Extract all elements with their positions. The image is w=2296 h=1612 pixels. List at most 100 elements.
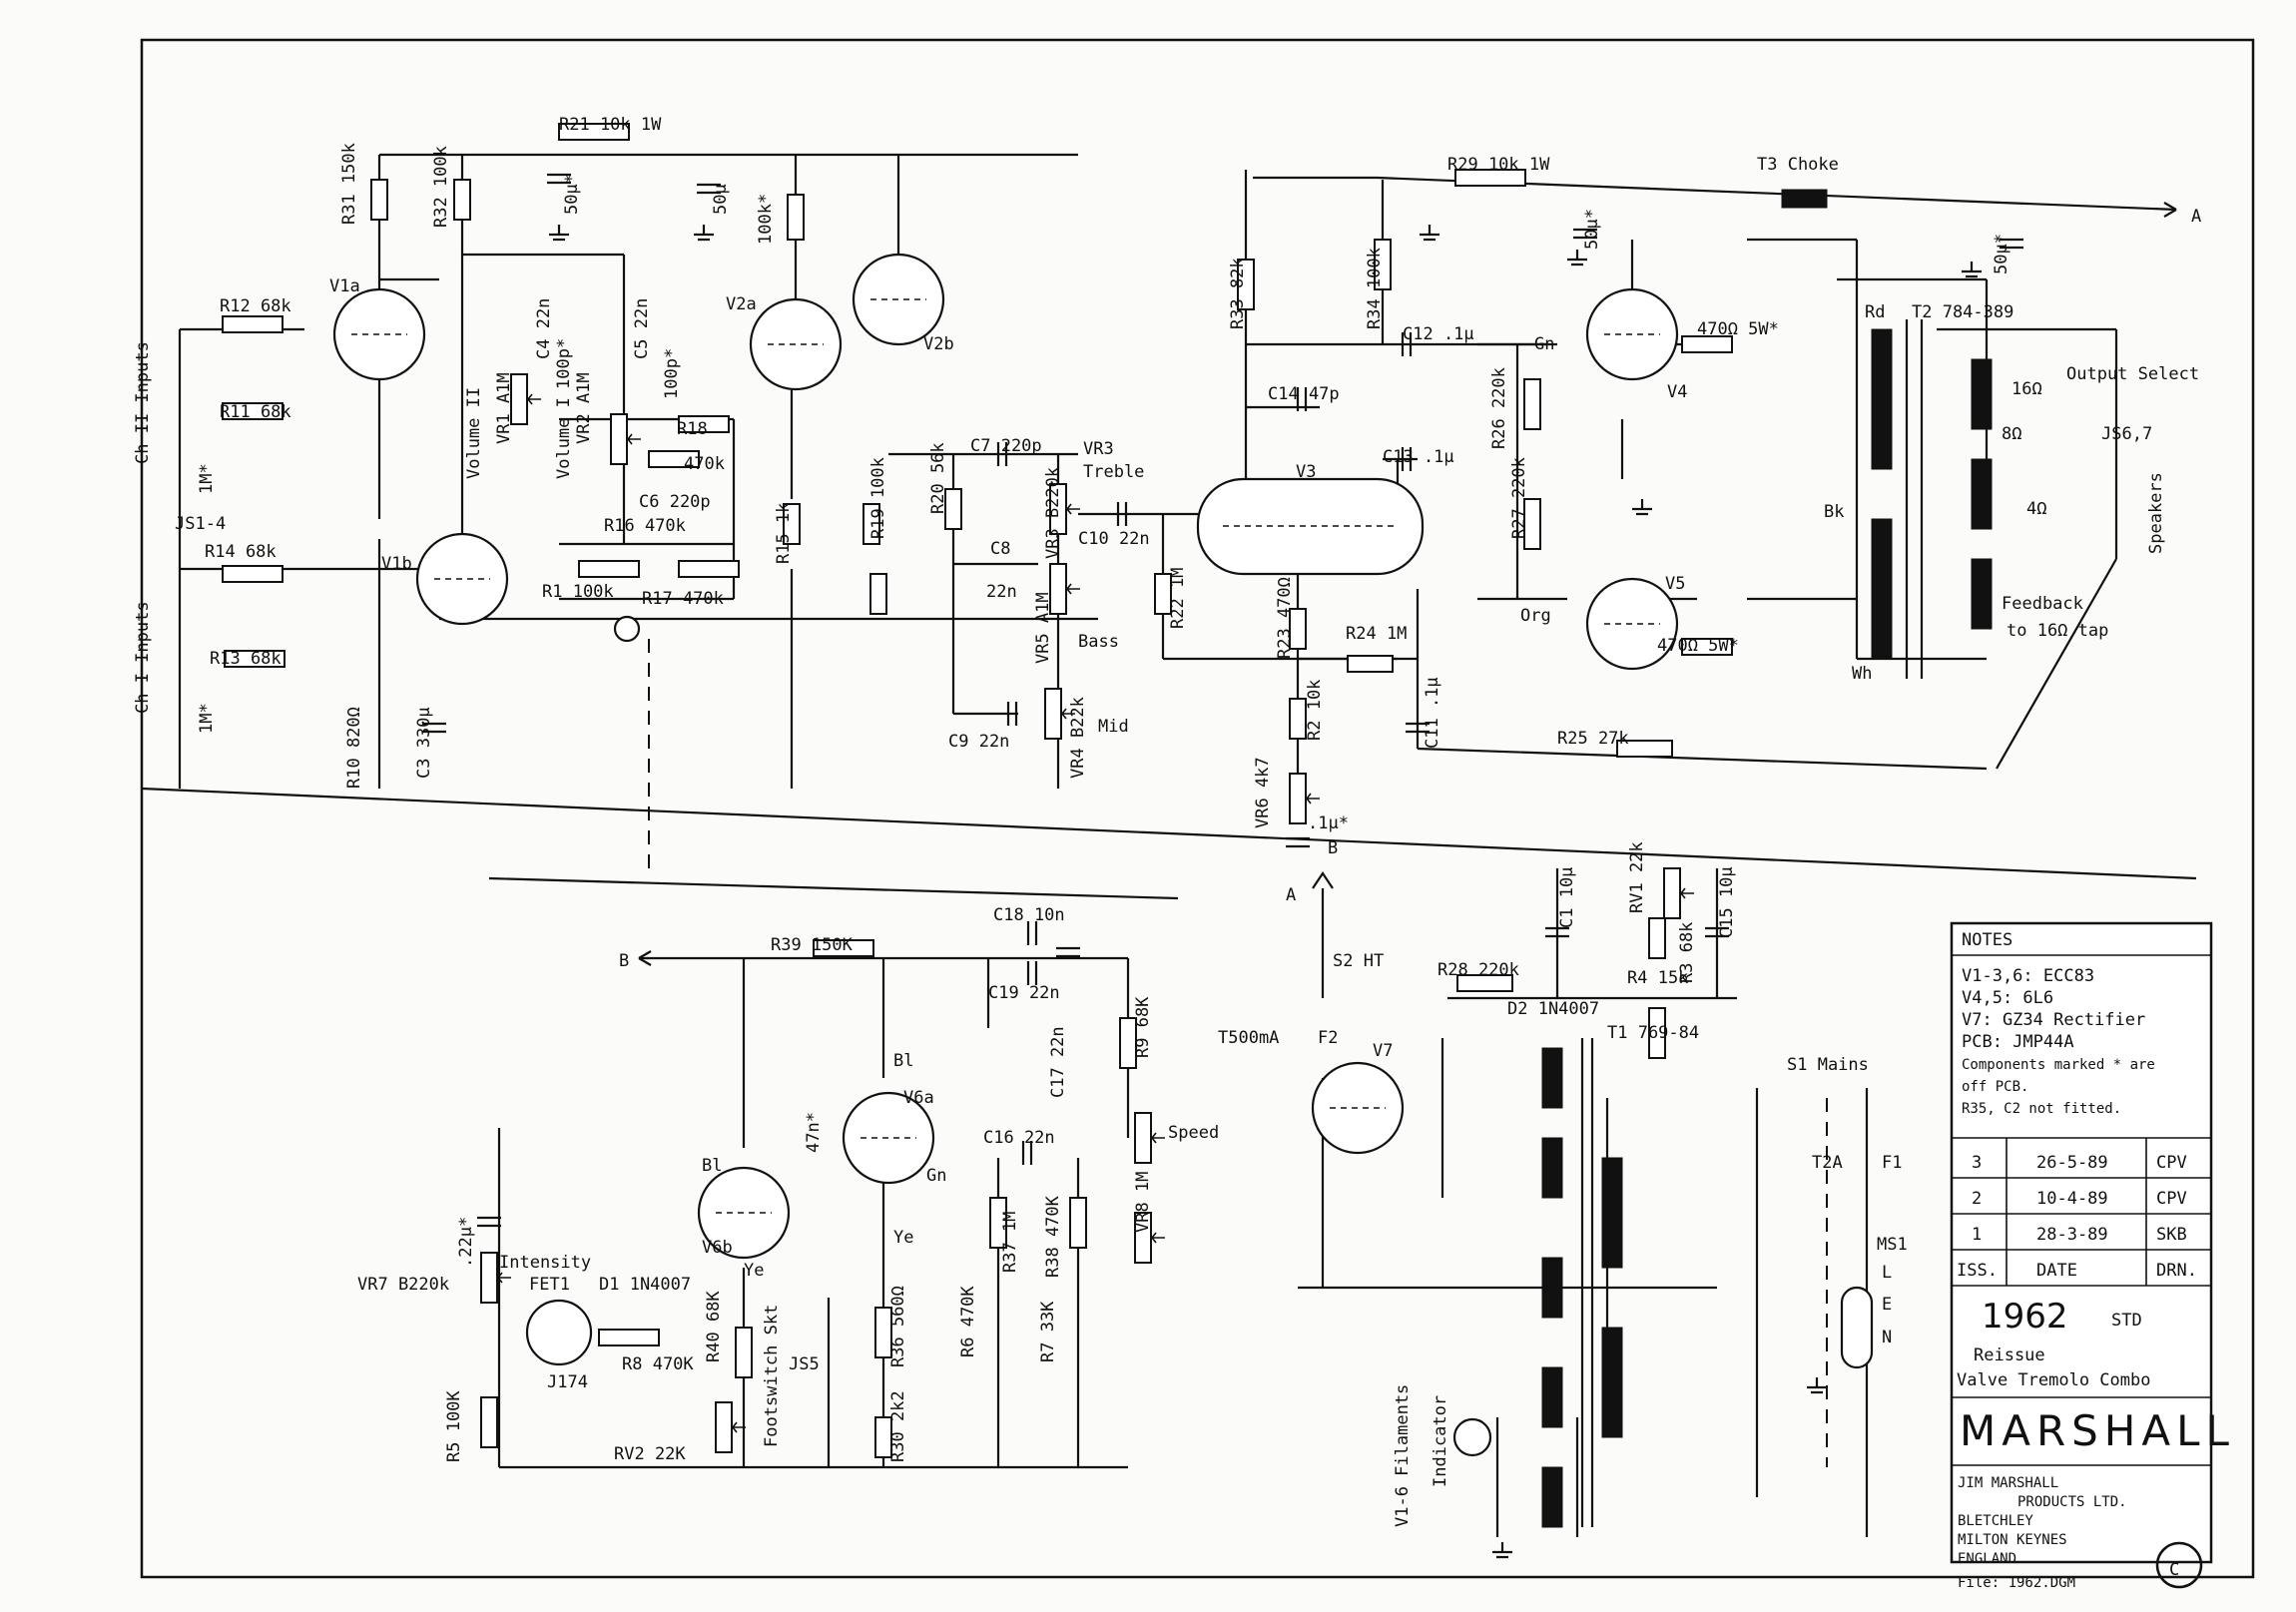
component-label-r28: R28 220k [1437,960,1519,980]
component-label-r17: R17 470k [642,589,724,609]
arrow-a [2163,202,2177,218]
rev-date: 26-5-89 [2036,1153,2108,1173]
component-label-js14: JS1-4 [175,514,226,534]
resistor [480,1396,498,1448]
resistor [1454,169,1526,187]
resistor [1456,974,1513,992]
component-label-r20: R20 56k [928,442,948,514]
notes-line: R35, C2 not fitted. [1962,1101,2121,1117]
potentiometer [1663,867,1681,919]
component-label-ye1: Ye [744,1261,764,1281]
component-label-o16: 16Ω [2011,379,2042,399]
component-label-E: E [1882,1295,1892,1315]
arrow-b [638,950,652,966]
component-label-p100b: 100p* [662,348,682,399]
rev-iss: 3 [1972,1153,1982,1173]
component-label-r40: R40 68K [704,1291,724,1362]
ground-symbol [694,225,714,242]
component-label-vr6c: .1µ* [1308,813,1349,833]
arrow-a2 [1312,871,1334,889]
wiper-arrow [496,1272,511,1284]
component-label-vr3: VR3 [1083,439,1114,459]
component-label-speed: Speed [1168,1123,1219,1143]
indicator-lamp [1452,1417,1492,1457]
wiper-arrow [526,393,541,405]
resistor [1119,1017,1137,1069]
component-label-r37: R37 1M [1000,1212,1020,1273]
ground-symbol [549,225,569,242]
transformer-winding [1971,458,1993,530]
component-label-fil: V1-6 Filaments [1393,1384,1413,1527]
component-label-ms1: MS1 [1877,1235,1908,1255]
component-label-r21: R21 10k 1W [559,115,662,135]
drawing-border [140,38,2255,1579]
resistor [1237,259,1255,310]
component-label-fb2: to 16Ω tap [2007,621,2108,641]
component-label-t3: T3 Choke [1757,155,1839,175]
component-label-bl2: Bl [893,1051,913,1071]
component-label-f2: F2 [1318,1028,1338,1048]
component-label-r470b: 470Ω 5W* [1657,636,1739,656]
resistor [862,503,880,545]
resistor [1648,917,1666,959]
ground-symbol [1567,250,1587,267]
component-label-vol2: Volume II [464,387,484,479]
component-label-r8: R8 470K [622,1354,694,1374]
component-label-j174: J174 [547,1372,588,1392]
potentiometer [480,1252,498,1304]
component-label-rv2: RV2 22K [614,1444,686,1464]
potentiometer [1134,1112,1152,1164]
resistor [370,179,388,221]
resistor [1681,335,1733,353]
component-label-r12: R12 68k [220,296,291,316]
wire-segment [141,787,2197,880]
rev-date: 28-3-89 [2036,1225,2108,1245]
transformer-winding [1601,1157,1623,1269]
component-label-org: Org [1520,606,1551,626]
component-label-v7: V7 [1373,1041,1393,1061]
component-label-p100a: 100p* [554,338,574,389]
component-label-r13: R13 68k [210,649,282,669]
copyright-mark: C [2169,1560,2179,1580]
component-label-vr5: VR5 A1M [1033,592,1053,664]
component-label-r34: R34 100k [1365,248,1385,329]
component-label-r6: R6 470K [958,1286,978,1357]
wiper-arrow [1065,503,1080,515]
resistor [989,1197,1007,1249]
component-label-r9: R9 68K [1133,996,1153,1058]
resistor [222,315,284,333]
ground-symbol [1492,1542,1512,1559]
resistor [578,560,640,578]
wiper-arrow [1150,1232,1165,1244]
component-label-mid: Mid [1098,717,1129,737]
component-label-o4: 4Ω [2026,499,2046,519]
component-label-t500: T500mA [1218,1028,1279,1048]
component-label-r5: R5 100K [444,1390,464,1462]
resistor [1374,239,1392,290]
resistor [1648,1007,1666,1059]
transformer-winding [1601,1327,1623,1438]
transformer-winding [1541,1466,1563,1528]
component-label-c8v: 22n [986,582,1017,602]
component-label-v1a: V1a [329,276,360,296]
transformer-winding [1541,1257,1563,1319]
company-line: MILTON KEYNES [1958,1532,2067,1548]
wiper-arrow [1060,708,1075,720]
rev-drn: SKB [2156,1225,2187,1245]
resistor [813,939,874,957]
component-label-vr2: VR2 A1M [574,372,594,444]
component-label-c13: C13 .1µ [1383,447,1454,467]
ground-symbol [1632,499,1652,516]
component-label-vr3v: VR3 B220k [1043,467,1063,559]
component-label-speakers: Speakers [2146,472,2166,554]
component-label-r3: R3 68k [1677,922,1697,983]
component-label-N: N [1882,1328,1892,1347]
potentiometer [715,1401,733,1453]
brand-logo: MARSHALL [1960,1406,2235,1455]
resistor [598,1329,660,1346]
component-label-cap50b: 50µ [711,184,731,215]
company-line: PRODUCTS LTD. [2017,1494,2127,1510]
ground-symbol [1420,225,1439,242]
component-label-c16: C16 22n [983,1128,1055,1148]
